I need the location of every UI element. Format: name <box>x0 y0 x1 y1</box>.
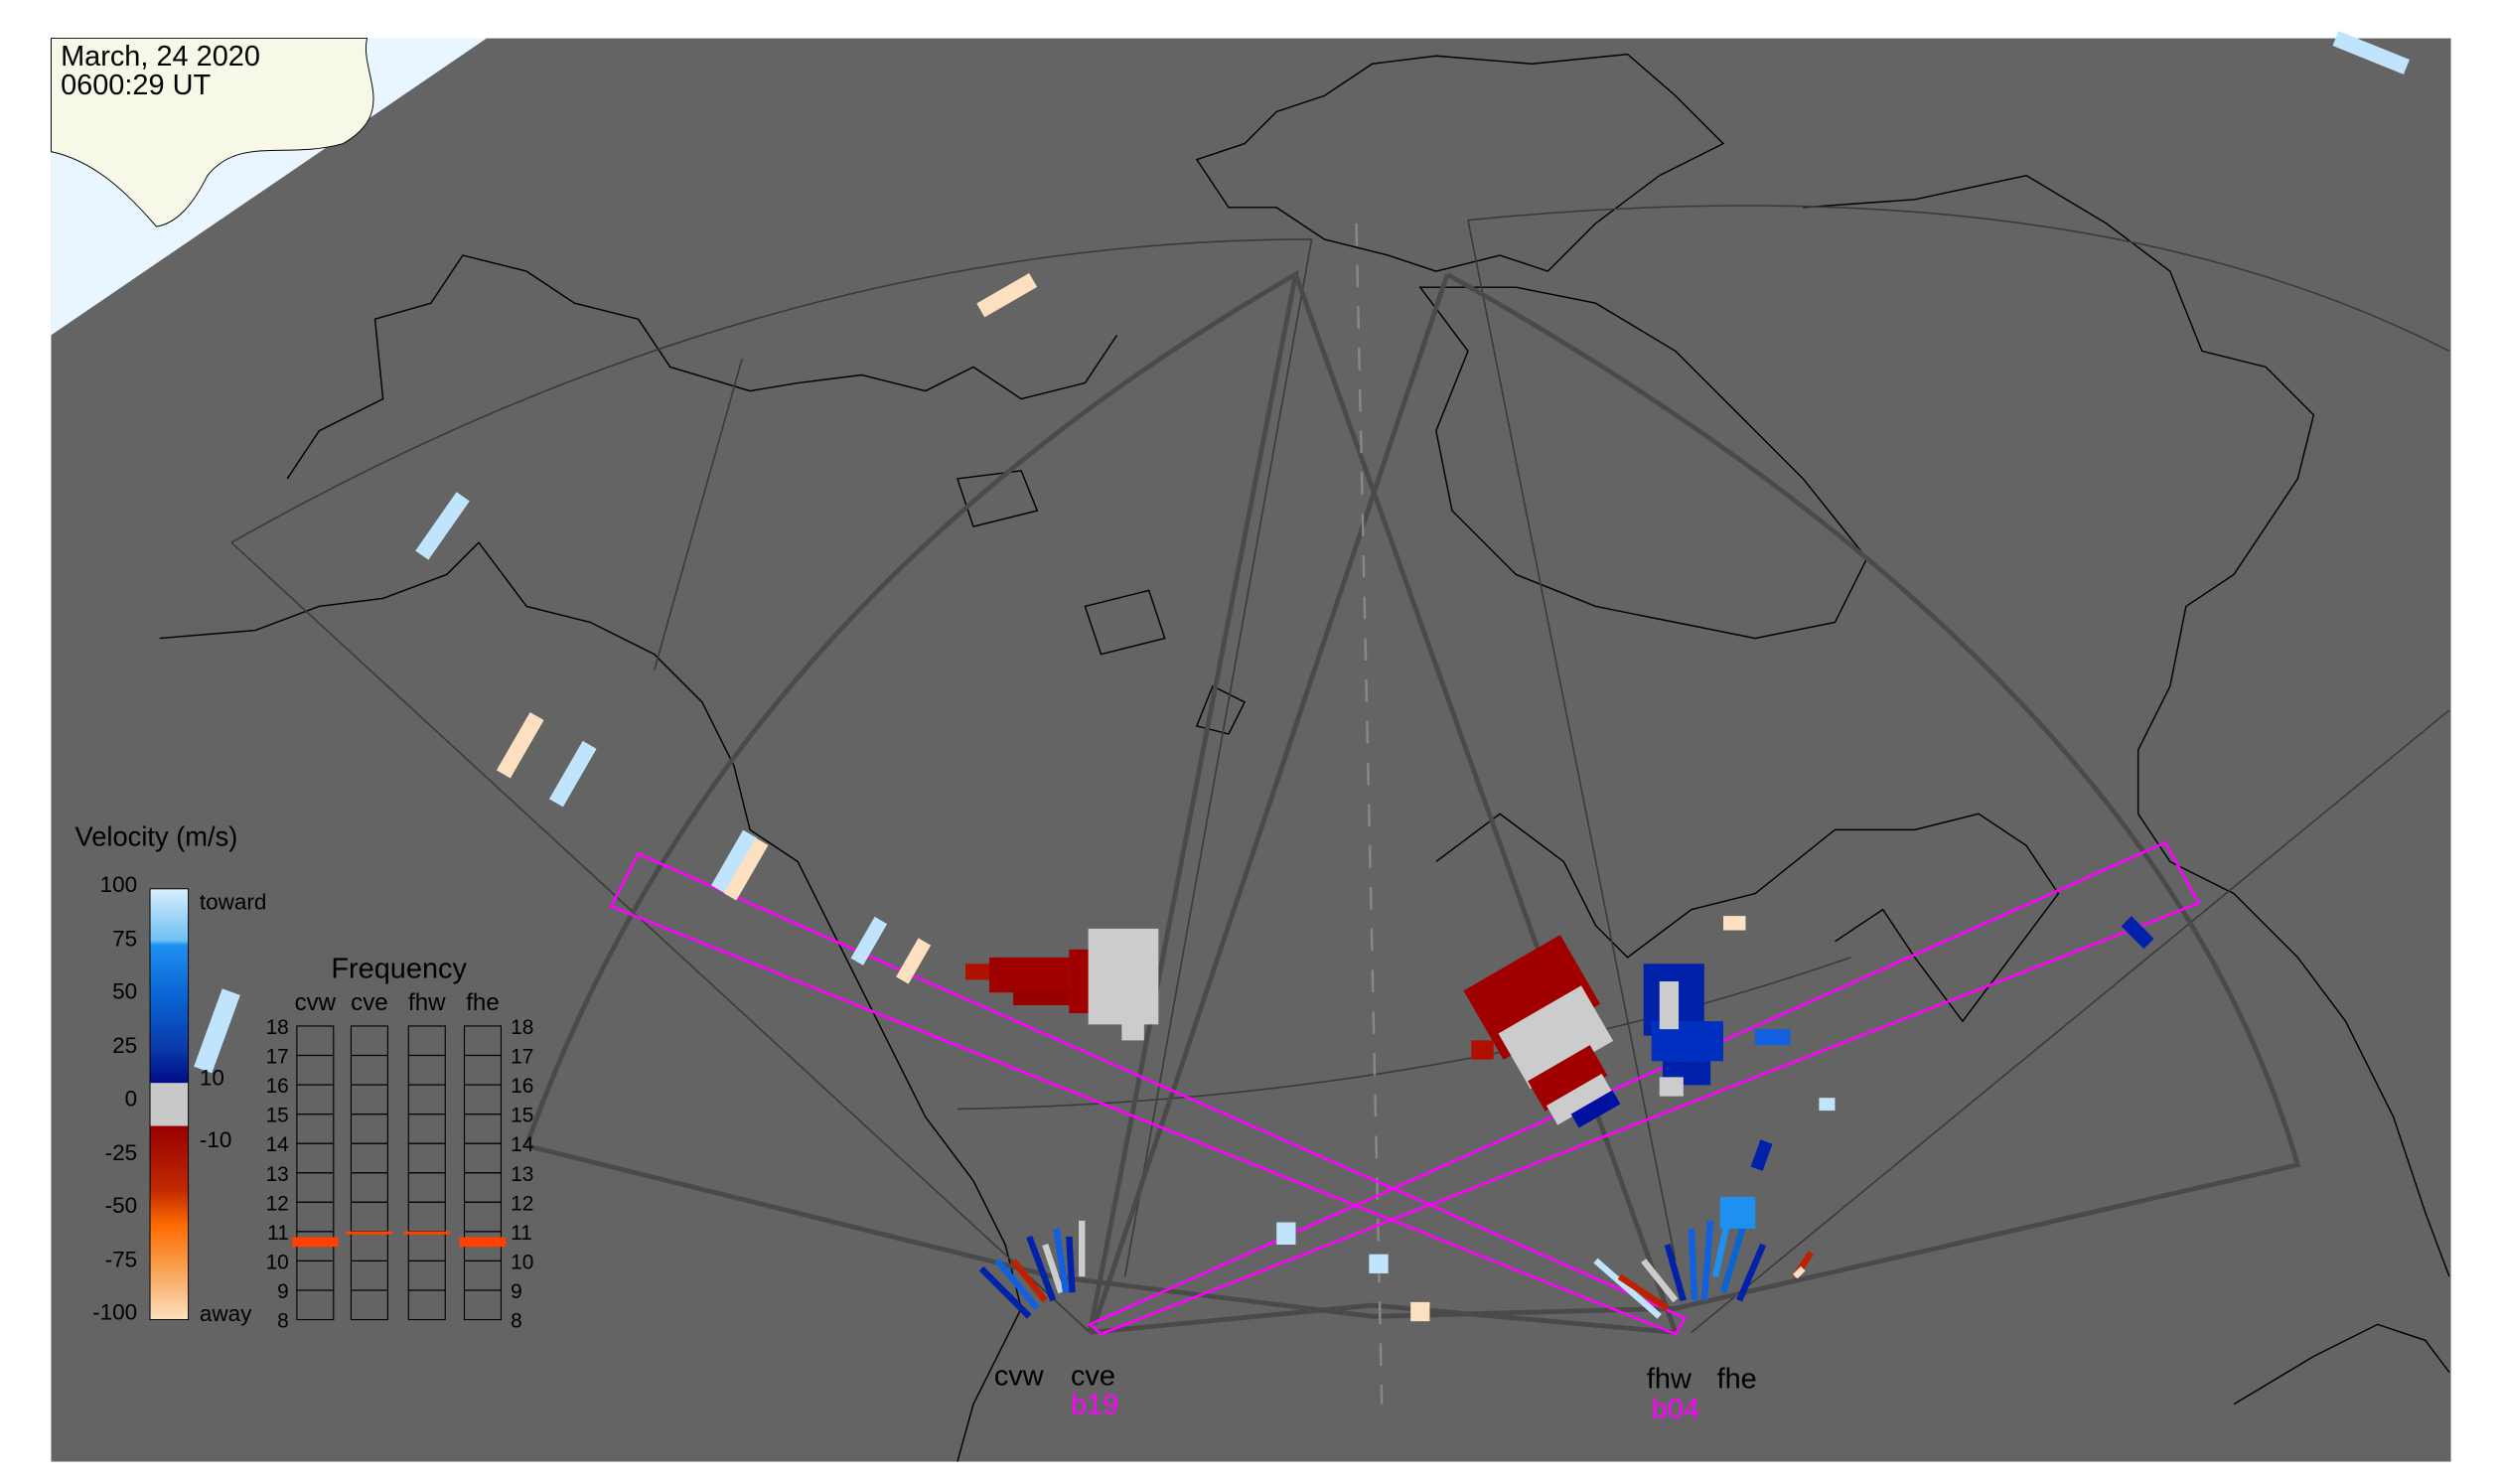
greenland-land <box>50 38 374 227</box>
frequency-tick-right: 13 <box>511 1163 533 1186</box>
frequency-tick-left: 8 <box>277 1310 289 1333</box>
frequency-cell <box>350 1025 388 1057</box>
frequency-tick-right: 9 <box>511 1280 522 1303</box>
frequency-tick-left: 12 <box>266 1192 289 1215</box>
frequency-marker <box>403 1231 451 1235</box>
frequency-tick-right: 8 <box>511 1310 522 1333</box>
legend-tick: 0 <box>125 1086 138 1111</box>
frequency-marker <box>292 1237 339 1248</box>
frequency-cell <box>463 1025 503 1057</box>
legend-tick: 100 <box>100 872 138 897</box>
pos-threshold-label: 10 <box>200 1065 224 1090</box>
frequency-tick-left: 18 <box>266 1016 289 1039</box>
frequency-tick-right: 14 <box>511 1133 533 1156</box>
legend-tick: -75 <box>105 1248 137 1272</box>
frequency-cell <box>296 1025 335 1057</box>
frequency-marker <box>346 1231 393 1235</box>
fov-thick-lines <box>523 269 2301 1335</box>
frequency-title: Frequency <box>331 954 467 985</box>
frequency-tick-right: 12 <box>511 1192 533 1215</box>
frequency-tick-left: 13 <box>266 1163 289 1186</box>
legend-tick: 50 <box>112 979 137 1004</box>
frequency-tick-left: 11 <box>267 1222 289 1245</box>
frequency-tick-right: 15 <box>511 1105 533 1127</box>
frequency-column-label: fhw <box>408 989 446 1016</box>
beam-label-b19: b19 <box>1071 1389 1118 1420</box>
beam-outlines <box>609 840 2201 1336</box>
legend-tick: -100 <box>92 1300 137 1325</box>
ocean-background <box>51 38 2451 1462</box>
frequency-cell <box>407 1025 446 1057</box>
velocity-cells <box>194 31 2410 1322</box>
legend-title: Velocity (m/s) <box>75 820 238 851</box>
legend-tick: 25 <box>112 1033 137 1058</box>
frequency-tick-left: 17 <box>266 1046 289 1069</box>
neg-threshold-label: -10 <box>200 1127 232 1152</box>
frequency-tick-left: 15 <box>266 1105 289 1127</box>
frequency-column-label: cve <box>351 989 387 1016</box>
meridian-dashed <box>1355 223 1384 1405</box>
frequency-tick-right: 11 <box>511 1222 532 1245</box>
frequency-tick-left: 10 <box>266 1251 289 1273</box>
legend-tick: -50 <box>105 1193 137 1218</box>
fov-thin-lines <box>230 205 2450 1334</box>
radar-label-cve: cve <box>1071 1360 1115 1392</box>
away-label: away <box>200 1301 252 1326</box>
frequency-column-label: fhe <box>466 989 499 1016</box>
coastlines <box>159 53 2450 1462</box>
frequency-tick-right: 16 <box>511 1075 533 1098</box>
frequency-tick-left: 9 <box>277 1280 289 1303</box>
radar-labels: cvw cve b19 fhw fhe b04 <box>994 1360 1757 1425</box>
velocity-legend: Velocity (m/s) 100 75 50 25 0 -25 -50 -7… <box>75 820 267 1326</box>
radar-label-fhe: fhe <box>1717 1364 1757 1396</box>
velocity-colorbar <box>149 888 190 1321</box>
toward-label: toward <box>200 890 267 915</box>
date-label: March, 24 2020 <box>61 41 260 73</box>
frequency-marker <box>459 1237 507 1248</box>
time-label: 0600:29 UT <box>61 70 211 101</box>
frequency-tick-left: 14 <box>266 1133 289 1156</box>
beam-label-b04: b04 <box>1652 1394 1699 1425</box>
frequency-tick-left: 16 <box>266 1075 289 1098</box>
radar-label-cvw: cvw <box>994 1360 1044 1392</box>
frequency-tick-right: 17 <box>511 1046 533 1069</box>
frequency-tick-right: 10 <box>511 1251 533 1273</box>
radar-label-fhw: fhw <box>1647 1364 1692 1396</box>
frequency-tick-right: 18 <box>511 1016 533 1039</box>
beam-b19 <box>609 851 1688 1336</box>
legend-tick: -25 <box>105 1140 137 1165</box>
frequency-column-label: cvw <box>295 989 337 1016</box>
legend-tick: 75 <box>112 927 137 952</box>
beam-b04 <box>1087 840 2201 1336</box>
